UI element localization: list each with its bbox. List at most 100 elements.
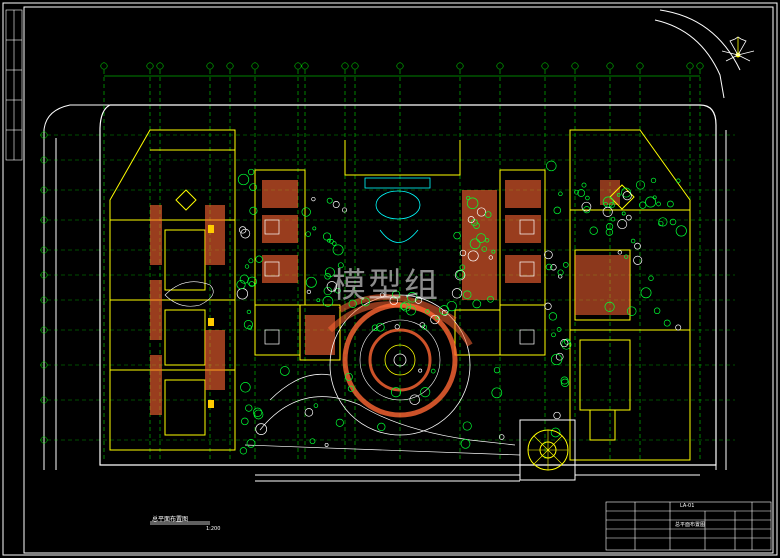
central-wing-blocks [264,219,535,345]
sheet-inner-frame [23,6,774,554]
tree-symbol [484,238,490,243]
tree-symbol [246,439,256,448]
tree-symbol [648,275,654,281]
axis-bubble [40,436,48,444]
plan-caption: 总平面布置图 [152,516,189,523]
tree-symbol [630,238,636,244]
tree-symbol [624,254,629,259]
axis-bubble [456,62,464,70]
tree-symbol [360,297,370,307]
tree-symbol [245,404,253,412]
entrance-gate [519,419,576,481]
tree-symbol [255,255,263,263]
tree-symbol [550,264,557,271]
tree-symbol [675,324,682,331]
tree-symbol [239,447,248,455]
tree-symbol [240,382,251,393]
axis-bubble [571,62,579,70]
tree-symbol [425,309,430,314]
tree-symbol [324,267,335,278]
right-diamond [609,184,635,210]
tree-symbol [451,288,463,299]
tree-symbol [633,255,643,265]
tree-symbol [476,207,486,217]
axis-bubble [341,62,349,70]
tree-symbol [379,292,385,298]
tree-symbol [400,302,408,311]
tree-symbol [460,438,471,449]
tree-symbol [324,442,329,447]
title-block-code: LA-01 [680,503,695,509]
tree-symbol [581,201,592,212]
tree-symbol [605,228,614,236]
tree-symbol [240,228,251,239]
tree-symbol [610,216,616,222]
tree-symbol [616,193,621,197]
tree-symbol [459,249,467,257]
tree-symbol [348,299,357,308]
tree-symbol [675,225,687,237]
tree-symbol [441,309,448,316]
north-arrow-icon [721,36,755,62]
south-paths [244,373,521,456]
tree-symbol [454,269,466,281]
tree-symbol [335,287,341,294]
tree-symbol [548,312,558,321]
axis-bubble [40,296,48,304]
tree-symbol [391,290,401,299]
central-wings [254,140,546,361]
axis-bubble [496,62,504,70]
tree-symbol [420,387,431,398]
tree-symbol [337,262,344,269]
tree-symbol [626,306,637,316]
tree-symbol [645,196,657,208]
tree-symbol [544,302,552,310]
axis-bubble [294,62,302,70]
tree-symbol [467,250,479,262]
tree-symbol [466,197,479,210]
tree-symbol [301,207,311,217]
tree-symbol [484,211,492,218]
watermark-text: 模型组 [332,266,440,306]
plan-scale: 1:200 [206,526,221,532]
tree-symbol [585,195,590,201]
tree-symbol [305,276,317,288]
tree-symbol [316,298,321,303]
left-building [109,129,236,451]
tree-symbol [640,287,652,299]
tree-symbol [248,281,255,288]
tree-symbol [322,296,334,307]
tree-symbol [562,262,569,268]
tree-symbol [389,296,399,306]
tree-symbol [544,250,553,260]
tree-symbol [472,299,482,309]
tree-symbol [555,352,564,361]
tree-symbol [581,182,587,188]
tree-symbol [558,274,563,279]
tree-symbol [313,403,319,408]
tree-symbol [246,309,252,315]
tree-symbol [418,368,423,373]
axis-bubble [251,62,259,70]
binding-strip [5,9,23,161]
tree-symbol [371,324,379,332]
axis-bubble [40,156,48,164]
tree-symbol [409,394,420,405]
axis-bubble [686,62,694,70]
tree-symbol [279,366,290,376]
axis-bubble [40,396,48,404]
left-pool [164,281,214,307]
tree-symbol [305,231,311,237]
left-building-accents [208,225,214,408]
tree-symbol [255,423,268,435]
axis-bubble [301,62,309,70]
tree-symbol [467,216,475,224]
axis-bubble [40,246,48,254]
site-boundary [99,104,717,466]
axis-bubble [636,62,644,70]
tree-symbol [550,427,561,438]
tree-symbol [375,322,385,332]
